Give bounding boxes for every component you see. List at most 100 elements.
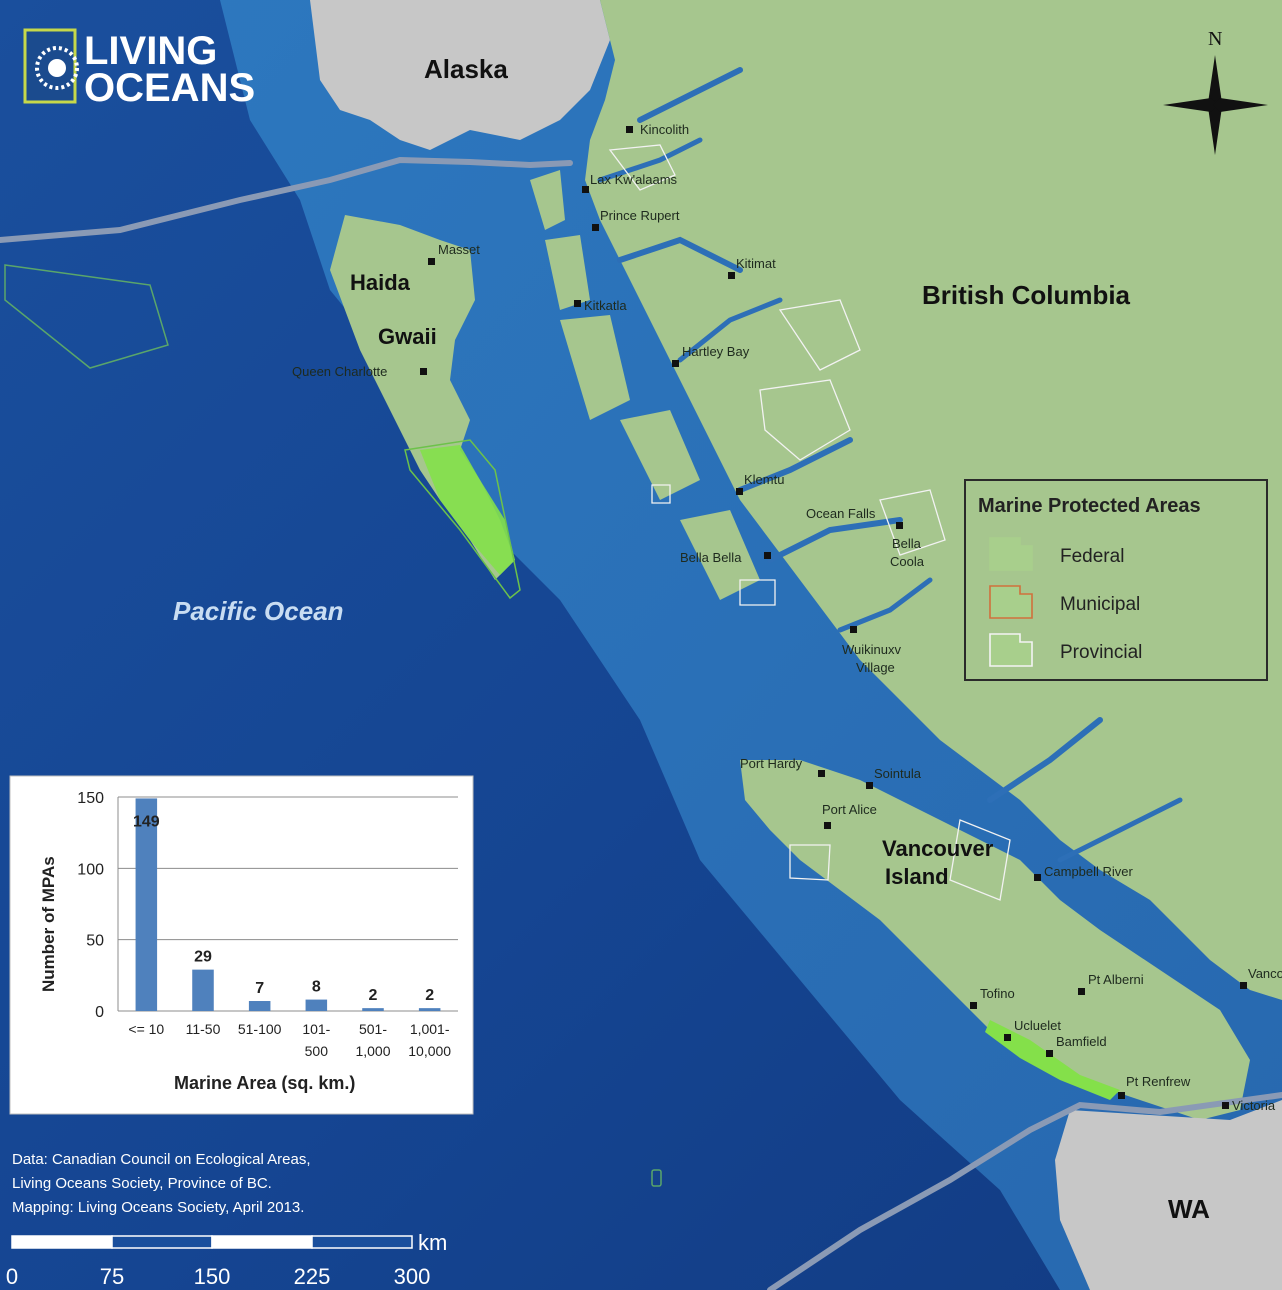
- bc-wa-boundary: [767, 1092, 1282, 1290]
- chart-x-tick-label: 51-100: [238, 1021, 282, 1037]
- chart-x-tick-label: <= 10: [128, 1021, 164, 1037]
- chart-data-label: 2: [369, 987, 378, 1004]
- chart-x-axis-label: Marine Area (sq. km.): [174, 1073, 355, 1093]
- chart-x-tick-label: 10,000: [408, 1043, 451, 1059]
- place-bamfield: Bamfield: [1056, 1034, 1107, 1049]
- place-port-alice: Port Alice: [822, 802, 877, 817]
- alaska-bc-boundary: [0, 156, 573, 243]
- scale-tick-label: 75: [100, 1264, 124, 1289]
- legend-label-municipal: Municipal: [1060, 594, 1140, 615]
- chart-y-tick-label: 50: [86, 933, 104, 950]
- north-arrow-icon: N: [1163, 28, 1268, 155]
- credit-line-3: Mapping: Living Oceans Society, April 20…: [12, 1199, 304, 1216]
- place-lax-kwalaams: Lax Kw'alaams: [590, 172, 678, 187]
- place-hartley-bay: Hartley Bay: [682, 344, 750, 359]
- scale-bar: km 0 75 150 225 300: [6, 1230, 447, 1289]
- chart-y-tick-label: 0: [95, 1004, 104, 1021]
- living-oceans-logo: LIVING OCEANS: [23, 28, 255, 110]
- region-vancouver: Vancouver: [882, 836, 994, 861]
- chart-data-label: 7: [255, 980, 264, 997]
- place-masset: Masset: [438, 242, 480, 257]
- place-vancouver: Vancouver: [1248, 966, 1282, 981]
- place-bella-coola-1: Bella: [892, 536, 922, 551]
- chart-x-tick-label: 1,001-: [410, 1021, 450, 1037]
- legend-title: Marine Protected Areas: [978, 495, 1201, 517]
- chart-bar: [192, 969, 214, 1011]
- bowie-seamount-mpa: [4, 264, 169, 369]
- scale-tick-label: 0: [6, 1264, 18, 1289]
- logo-sun-icon: [35, 46, 79, 90]
- legend-label-federal: Federal: [1060, 546, 1124, 567]
- chart-y-axis-label: Number of MPAs: [39, 856, 58, 992]
- vancouver-island: [740, 760, 1250, 1120]
- chart-bar: [305, 999, 328, 1011]
- chart-x-tick-label: 1,000: [355, 1043, 390, 1059]
- place-wuikinuxv-2: Village: [856, 660, 895, 675]
- place-campbell-river: Campbell River: [1044, 864, 1134, 879]
- place-kincolith: Kincolith: [640, 122, 689, 137]
- logo-sun-core: [48, 59, 66, 77]
- place-bella-bella: Bella Bella: [680, 550, 742, 565]
- scale-segment-2: [111, 1235, 213, 1249]
- place-ocean-falls: Ocean Falls: [806, 506, 876, 521]
- logo-text-living: LIVING: [84, 29, 217, 73]
- chart-y-tick-label: 100: [77, 861, 104, 878]
- region-british-columbia: British Columbia: [922, 280, 1131, 310]
- region-wa: WA: [1168, 1194, 1210, 1224]
- washington-land: [1055, 1100, 1282, 1290]
- place-victoria: Victoria: [1232, 1098, 1276, 1113]
- chart-x-tick-label: 500: [305, 1043, 329, 1059]
- gwaii-haanas-boundary: [404, 439, 521, 600]
- chart-data-label: 8: [312, 979, 321, 996]
- scale-tick-label: 300: [394, 1264, 431, 1289]
- chart-y-tick-label: 150: [77, 790, 104, 807]
- offshore-mpa-marker: [651, 1169, 662, 1187]
- place-queen-charlotte: Queen Charlotte: [292, 364, 387, 379]
- place-pt-alberni: Pt Alberni: [1088, 972, 1144, 987]
- region-alaska: Alaska: [424, 54, 508, 84]
- provincial-mpa-outlines: [608, 144, 1011, 901]
- place-klemtu: Klemtu: [744, 472, 784, 487]
- gwaii-haanas-federal-mpa: [420, 445, 515, 575]
- place-kitimat: Kitimat: [736, 256, 776, 271]
- chart-bar: [135, 798, 158, 1011]
- scale-segment-3: [211, 1235, 313, 1249]
- chart-bar: [362, 1008, 384, 1011]
- pacific-rim-federal-mpa: [985, 1020, 1120, 1100]
- chart-bar: [248, 1001, 271, 1011]
- place-port-hardy: Port Hardy: [740, 756, 803, 771]
- credit-line-2: Living Oceans Society, Province of BC.: [12, 1175, 272, 1192]
- scale-segment-4: [311, 1235, 413, 1249]
- place-wuikinuxv-1: Wuikinuxv: [842, 642, 902, 657]
- chart-data-label: 149: [133, 813, 160, 830]
- region-haida: Haida: [350, 270, 411, 295]
- coastal-islands: [530, 170, 760, 600]
- place-pt-renfrew: Pt Renfrew: [1126, 1074, 1191, 1089]
- legend-swatch-municipal: [989, 585, 1033, 619]
- scale-unit: km: [418, 1230, 447, 1255]
- scale-segment-1: [11, 1235, 113, 1249]
- chart-data-label: 2: [425, 987, 434, 1004]
- legend-swatch-provincial: [989, 633, 1033, 667]
- chart-x-tick-label: 101-: [302, 1021, 330, 1037]
- community-markers: [420, 126, 1247, 1109]
- legend-label-provincial: Provincial: [1060, 642, 1142, 663]
- place-ucluelet: Ucluelet: [1014, 1018, 1061, 1033]
- chart-x-tick-label: 11-50: [186, 1021, 221, 1037]
- chart-x-tick-label: 501-: [359, 1021, 387, 1037]
- place-kitkatla: Kitkatla: [584, 298, 627, 313]
- scale-tick-label: 225: [294, 1264, 331, 1289]
- credit-line-1: Data: Canadian Council on Ecological Are…: [12, 1151, 311, 1168]
- place-tofino: Tofino: [980, 986, 1015, 1001]
- alaska-land: [310, 0, 610, 150]
- compass-north-label: N: [1208, 28, 1222, 50]
- mpa-legend: Marine Protected Areas FederalMunicipalP…: [964, 479, 1268, 681]
- scale-tick-label: 150: [194, 1264, 231, 1289]
- region-island: Island: [885, 864, 949, 889]
- place-prince-rupert: Prince Rupert: [600, 208, 680, 223]
- chart-panel: [9, 775, 474, 1115]
- legend-swatch-federal: [989, 537, 1033, 571]
- region-gwaii: Gwaii: [378, 324, 437, 349]
- place-bella-coola-2: Coola: [890, 554, 925, 569]
